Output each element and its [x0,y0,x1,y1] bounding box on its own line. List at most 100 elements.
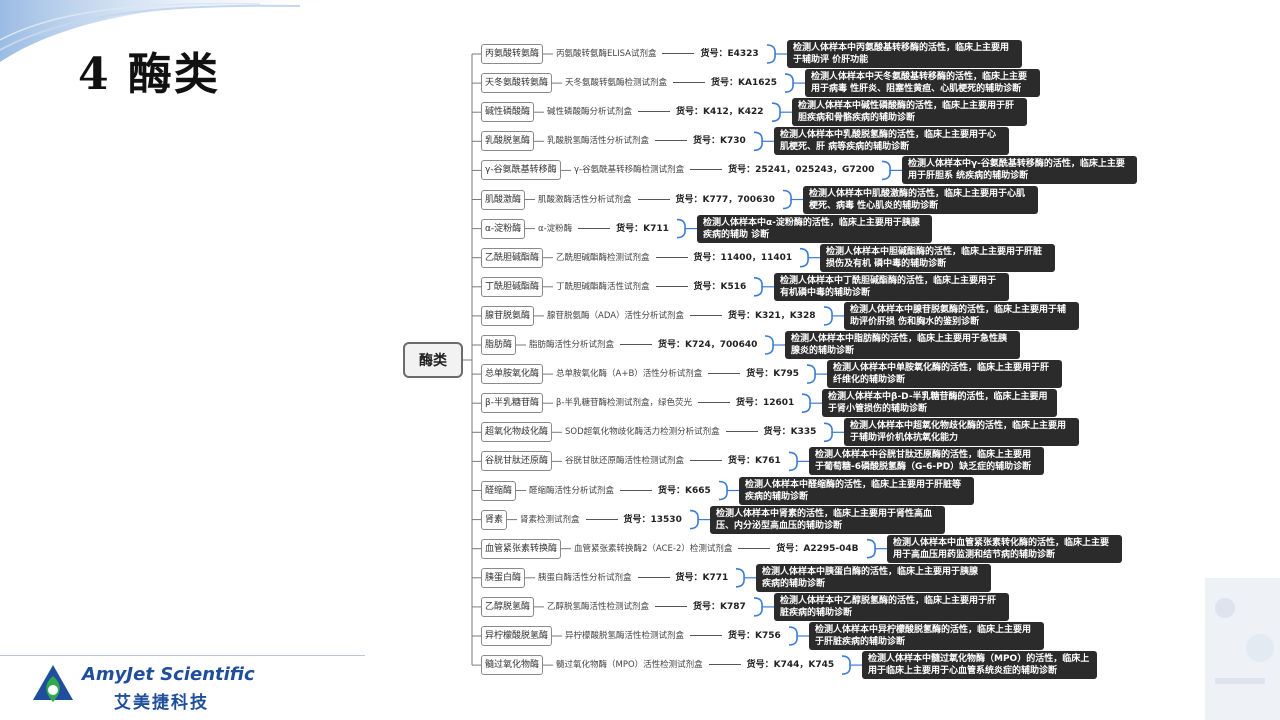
branch-bracket-icon [718,480,728,501]
branch-bracket-icon [799,247,809,268]
description-note: 检测人体样本中γ-谷氨酰基转移酶的活性，临床上主要用于肝胆系 统疾病的辅助诊断 [902,156,1137,185]
kit-separator [655,140,688,142]
description-note: 检测人体样本中碱性磷酸酶的活性，临床上主要用于肝胆疾病和骨骼疾病的辅助诊断 [792,98,1027,127]
catalog-number: 货号：A2295-04B [776,543,859,554]
kit-name: 丙氨酸转氨酶ELISA试剂盒 [556,49,657,59]
kit-separator [637,198,670,200]
kit-name: β-半乳糖苷酶检测试剂盒，绿色荧光 [556,398,692,409]
description-note: 检测人体样本中超氧化物歧化酶的活性，临床上主要用于辅助评价机体抗氧化能力 [844,418,1079,447]
catalog-number: 货号：11400，11401 [693,252,793,263]
kit-label: 乳酸脱氢酶活性分析试剂盒货号：K730 [547,134,746,148]
kit-separator [698,402,730,404]
kit-name: γ-谷氨酰基转移酶检测试剂盒 [574,165,685,176]
branch-bracket-icon [801,393,811,413]
catalog-number: 货号：K321，K328 [728,310,816,321]
catalog-number: 货号：13530 [623,514,682,525]
kit-separator [690,635,723,636]
kit-name: 髓过氧化物酶（MPO）活性检测试剂盒 [556,660,703,671]
enzyme-node: 髓过氧化物酶 [481,655,544,676]
kit-separator [725,431,758,433]
description-note: 检测人体样本中丁酰胆碱酯酶的活性，临床上主要用于有机磷中毒的辅助诊断 [774,272,1009,301]
branch-bracket-icon [823,422,833,443]
logo-english-name: AmyJet Scientific [82,664,255,685]
kit-label: α-淀粉酶货号：K711 [538,222,669,236]
branch-bracket-icon [735,568,745,588]
catalog-number: 货号：K795 [746,369,800,380]
branch-bracket-icon [788,451,798,472]
kit-name: 醛缩酶活性分析试剂盒 [529,485,615,496]
enzyme-node: 乳酸脱氢酶 [481,131,535,152]
catalog-number: 货号：K771 [675,572,729,583]
description-note: 检测人体样本中肾素的活性，临床上主要用于肾性高血压、内分泌型高血压的辅助诊断 [710,505,945,534]
company-logo: AmyJet Scientific 艾美捷科技 [30,658,270,714]
branch-bracket-icon [676,218,686,239]
kit-label: 胰蛋白酶活性分析试剂盒货号：K771 [538,571,728,585]
catalog-number: 货号：25241，025243，G7200 [728,165,875,176]
kit-separator [620,489,653,491]
enzyme-node: 谷胱甘肽还原酶 [481,451,553,472]
catalog-number: 货号：K761 [728,456,781,467]
kit-separator [738,547,771,549]
kit-separator [578,227,611,229]
kit-label: 脂肪酶活性分析试剂盒货号：K724，700640 [529,338,757,352]
kit-name: 碱性磷酸酶分析试剂盒 [547,107,633,118]
kit-label: 天冬氨酸转氨酶检测试剂盒货号：KA1625 [565,76,777,90]
logo-mark-icon [33,665,73,702]
kit-label: 醛缩酶活性分析试剂盒 货号：K665 [529,484,711,498]
kit-separator [638,111,671,113]
branch-bracket-icon [753,131,763,152]
enzyme-node: 总单胺氧化酶 [481,364,544,385]
enzyme-node: α-淀粉酶 [481,218,526,239]
kit-name: 乙醇脱氢酶活性检测试剂盒 [547,601,650,612]
enzyme-node: 胰蛋白酶 [481,567,526,588]
enzyme-node: 血管紧张素转换酶 [481,538,562,559]
catalog-number: 货号：KA1625 [711,78,778,89]
kit-name: SOD超氧化物歧化酶活力检测分析试剂盒 [565,427,720,438]
kit-separator [690,169,723,171]
branch-bracket-icon [753,597,763,617]
enzyme-node: 丙氨酸转氨酶 [481,44,544,64]
kit-label: 肌酸激酶活性分析试剂盒货号：K777，700630 [538,193,775,207]
enzyme-node: β-半乳糖苷酶 [481,393,543,414]
catalog-number: 货号：K665 [658,485,711,496]
kit-label: 髓过氧化物酶（MPO）活性检测试剂盒 货号：K744，K745 [556,658,834,672]
kit-separator [690,460,723,462]
enzyme-node: γ-谷氨酰基转移酶 [481,160,561,181]
branch-bracket-icon [766,44,776,64]
header-swoosh-decoration [0,0,360,62]
branch-bracket-icon [764,335,774,355]
kit-separator [655,256,688,258]
enzyme-node: 肌酸激酶 [481,189,526,210]
catalog-number: 货号：K730 [693,136,746,147]
description-note: 检测人体样本中腺苷脱氨酶的活性，临床上主要用于辅助评价肝损 伤和胸水的鉴别诊断 [844,301,1079,330]
description-note: 检测人体样本中肌酸激酶的活性，临床上主要用于心肌梗死、病毒 性心肌炎的辅助诊断 [803,185,1038,214]
kit-label: 丙氨酸转氨酶ELISA试剂盒 货号：E4323 [556,47,759,61]
branch-bracket-icon [689,509,699,530]
kit-name: 肌酸激酶活性分析试剂盒 [538,194,632,205]
kit-name: 总单胺氧化酶（A+B）活性分析试剂盒 [556,369,703,380]
enzyme-node: 碱性磷酸酶 [481,102,535,123]
catalog-number: 货号：K744，K745 [746,660,835,671]
logo-chinese-name: 艾美捷科技 [114,693,209,713]
kit-name: 肾素检测试剂盒 [520,514,580,525]
kit-separator [620,344,653,345]
kit-label: 血管紧张素转换酶2（ACE-2）检测试剂盒 货号：A2295-04B [574,542,859,556]
description-note: 检测人体样本中α-淀粉酶的活性，临床上主要用于胰腺疾病的辅助 诊断 [697,214,932,243]
kit-name: 腺苷脱氨酶（ADA）活性分析试剂盒 [547,310,685,321]
kit-label: 丁酰胆碱酯酶活性试剂盒 货号：K516 [556,280,746,294]
branch-bracket-icon [866,538,876,559]
catalog-number: 货号：K516 [693,281,747,292]
kit-separator [655,605,688,607]
kit-separator [708,373,741,375]
enzyme-node: 肾素 [481,509,508,530]
kit-name: 丁酰胆碱酯酶活性试剂盒 [556,281,650,292]
kit-name: 血管紧张素转换酶2（ACE-2）检测试剂盒 [574,543,733,554]
description-note: 检测人体样本中胆碱酯酶的活性，临床上主要用于肝脏损伤及有机 磷中毒的辅助诊断 [820,243,1055,272]
kit-label: γ-谷氨酰基转移酶检测试剂盒 货号：25241，025243，G7200 [574,163,874,177]
enzyme-node: 乙酰胆碱酯酶 [481,247,544,268]
catalog-number: 货号：K756 [728,631,781,641]
kit-name: 脂肪酶活性分析试剂盒 [529,340,615,350]
catalog-number: 货号：K787 [693,601,746,612]
catalog-number: 货号：E4323 [700,49,759,59]
